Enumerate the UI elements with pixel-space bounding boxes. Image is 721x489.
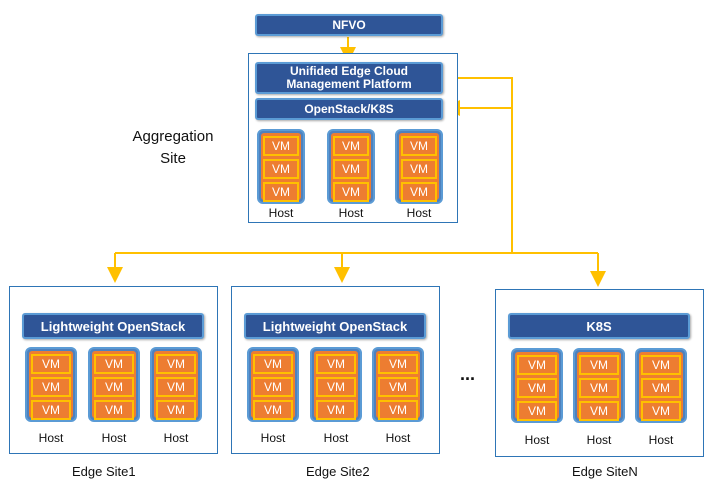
edge-site-1-label: Edge Site1 [72,464,136,479]
platform-to-edge-line [442,77,513,253]
vm: VM [156,377,196,397]
vm: VM [31,354,71,374]
vm: VM [263,159,299,179]
vm: VM [401,136,437,156]
host-label: Host [38,431,64,445]
vm: VM [94,377,134,397]
host-label: Host [586,433,612,447]
vm: VM [641,401,681,421]
openstack-k8s-box: OpenStack/K8S [255,98,443,120]
host: VM VM VM [88,347,140,422]
host: VM VM VM [511,348,563,423]
vm: VM [579,355,619,375]
nfvo-label: NFVO [332,18,366,32]
edge-platform-label: K8S [586,318,612,334]
edge-platform-box: Lightweight OpenStack [22,313,204,339]
vm: VM [31,377,71,397]
aggregation-site: Unifided Edge Cloud Management Platform … [248,53,458,223]
host-label: Host [101,431,127,445]
vm: VM [316,377,356,397]
edge-platform-label: Lightweight OpenStack [40,318,186,334]
host: VM VM VM [635,348,687,423]
edge-site-1: Lightweight OpenStack VM VM VM Host VM V… [9,286,218,454]
nfvo-box: NFVO [255,14,443,36]
host: VM VM VM [327,129,375,204]
host: VM VM VM [247,347,299,422]
vm: VM [263,136,299,156]
vm: VM [579,378,619,398]
vm: VM [316,354,356,374]
vm: VM [517,378,557,398]
vm: VM [333,136,369,156]
edge-site-2: Lightweight OpenStack VM VM VM Host VM V… [231,286,440,454]
vm: VM [333,182,369,202]
host-label: Host [406,206,432,220]
host-label: Host [163,431,189,445]
ellipsis: ... [460,364,476,384]
host: VM VM VM [310,347,362,422]
vm: VM [378,354,418,374]
openstack-k8s-label: OpenStack/K8S [304,102,394,116]
vm: VM [253,354,293,374]
host: VM VM VM [150,347,202,422]
vm: VM [316,400,356,420]
vm: VM [94,400,134,420]
edge-platform-box: K8S [508,313,690,339]
vm: VM [156,400,196,420]
host-label: Host [385,431,411,445]
edge-platform-box: Lightweight OpenStack [244,313,426,339]
vm: VM [517,401,557,421]
vm: VM [378,400,418,420]
host: VM VM VM [395,129,443,204]
host: VM VM VM [25,347,77,422]
edge-site-2-label: Edge Site2 [306,464,370,479]
vm: VM [378,377,418,397]
host-label: Host [524,433,550,447]
edge-site-n-label: Edge SiteN [572,464,638,479]
host-label: Host [260,431,286,445]
vm: VM [401,159,437,179]
vm: VM [253,400,293,420]
vm: VM [579,401,619,421]
vm: VM [263,182,299,202]
vm: VM [253,377,293,397]
management-platform-box: Unifided Edge Cloud Management Platform [255,62,443,94]
vm: VM [156,354,196,374]
aggregation-site-label: Aggregation Site [132,128,214,167]
host-label: Host [338,206,364,220]
vm: VM [31,400,71,420]
vm: VM [94,354,134,374]
host: VM VM VM [257,129,305,204]
management-platform-label: Unifided Edge Cloud Management Platform [286,64,412,91]
host-label: Host [648,433,674,447]
host: VM VM VM [573,348,625,423]
vm: VM [641,355,681,375]
vm: VM [333,159,369,179]
edge-platform-label: Lightweight OpenStack [262,318,408,334]
host-label: Host [323,431,349,445]
host: VM VM VM [372,347,424,422]
vm: VM [401,182,437,202]
edge-site-n: K8S VM VM VM Host VM VM VM Host VM VM VM… [495,289,704,457]
host-label: Host [268,206,294,220]
vm: VM [517,355,557,375]
vm: VM [641,378,681,398]
